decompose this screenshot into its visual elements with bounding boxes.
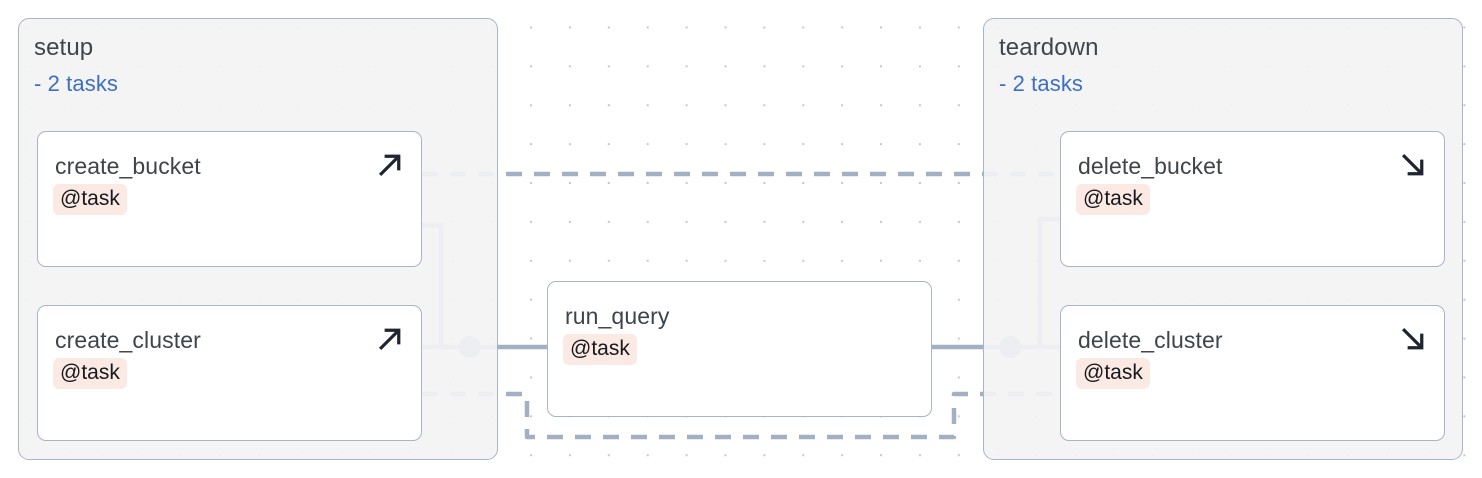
task-node-label: create_cluster xyxy=(55,327,201,353)
task-node-badge: @task xyxy=(53,184,127,215)
task-node-badge: @task xyxy=(1076,358,1150,389)
arrow-down-right-icon xyxy=(1398,324,1428,354)
task-node-create-bucket[interactable]: create_bucket @task xyxy=(37,131,422,267)
arrow-down-right-icon xyxy=(1398,150,1428,180)
task-node-badge: @task xyxy=(563,334,637,365)
task-node-create-cluster[interactable]: create_cluster @task xyxy=(37,305,422,441)
task-node-label: delete_cluster xyxy=(1078,327,1223,353)
task-group-title: teardown xyxy=(999,34,1099,61)
arrow-up-right-icon xyxy=(375,150,405,180)
task-node-badge: @task xyxy=(1076,184,1150,215)
task-group-title: setup xyxy=(34,34,94,61)
task-group-subtitle: - 2 tasks xyxy=(999,71,1084,96)
arrow-up-right-icon xyxy=(375,324,405,354)
task-node-badge: @task xyxy=(53,358,127,389)
task-node-run-query[interactable]: run_query @task xyxy=(547,281,932,417)
task-node-delete-cluster[interactable]: delete_cluster @task xyxy=(1060,305,1445,441)
task-node-label: create_bucket xyxy=(55,153,201,179)
task-node-delete-bucket[interactable]: delete_bucket @task xyxy=(1060,131,1445,267)
task-node-label: delete_bucket xyxy=(1078,153,1223,179)
task-group-subtitle: - 2 tasks xyxy=(34,71,119,96)
task-node-label: run_query xyxy=(565,303,670,329)
